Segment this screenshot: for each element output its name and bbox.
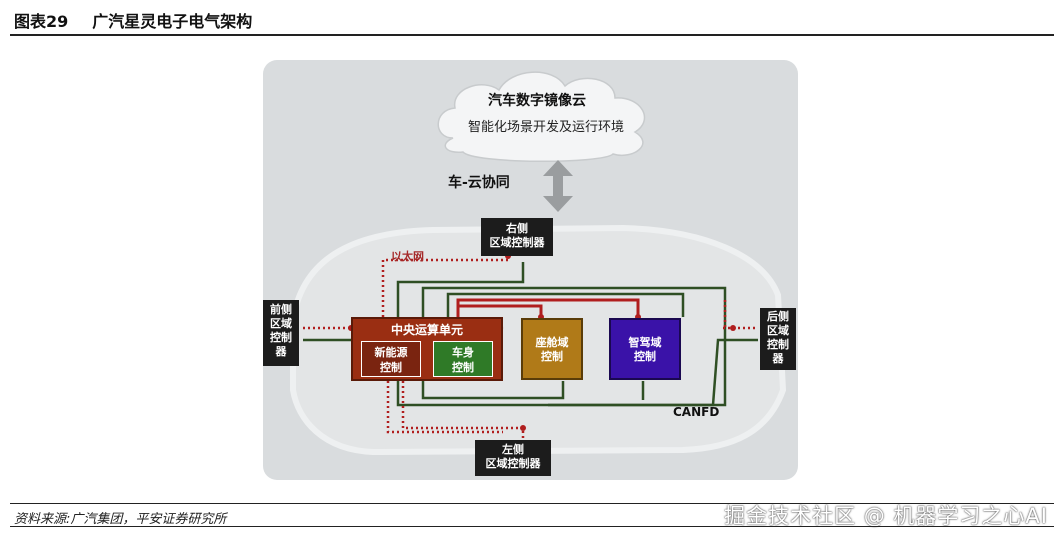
watermark: 掘金技术社区 @ 机器学习之心AI: [724, 504, 1048, 528]
front-zone-controller: 前侧 区域 控制 器: [263, 300, 299, 366]
figure-title: 图表29 广汽星灵电子电气架构: [14, 8, 252, 32]
figure-number: 图表29: [14, 12, 69, 31]
figure-caption: 广汽星灵电子电气架构: [92, 12, 253, 31]
double-arrow-icon: [543, 160, 573, 212]
canfd-label: CANFD: [673, 405, 720, 419]
left-zone-controller: 左侧 区域控制器: [475, 440, 551, 476]
bottom-rule: [10, 503, 1054, 504]
bottom-rule-2: [10, 526, 1054, 527]
cockpit-domain-control: 座舱域 控制: [521, 318, 583, 380]
figure-source: 资料来源:广汽集团，平安证券研究所: [14, 512, 227, 527]
new-energy-control: 新能源 控制: [361, 341, 421, 377]
central-unit-label: 中央运算单元: [390, 323, 463, 337]
ethernet-bus: [303, 245, 758, 438]
ethernet-label: 以太网: [391, 250, 424, 263]
body-control: 车身 控制: [433, 341, 493, 377]
vehicle-cloud-label: 车-云协同: [448, 175, 510, 191]
rear-zone-controller: 后侧 区域 控制 器: [760, 308, 796, 370]
central-compute-unit: 中央运算单元 新能源 控制 车身 控制: [351, 317, 503, 381]
cloud-shape: [437, 71, 646, 163]
ethernet-domain-links: [456, 298, 640, 317]
right-zone-controller: 右侧 区域控制器: [481, 218, 553, 256]
adas-domain-control: 智驾域 控制: [609, 318, 681, 380]
cloud-subtitle: 智能化场景开发及运行环境: [468, 120, 625, 135]
canfd-bus: [303, 262, 758, 407]
top-rule: [10, 34, 1054, 36]
cloud-title: 汽车数字镜像云: [488, 93, 586, 109]
architecture-diagram: 汽车数字镜像云 智能化场景开发及运行环境 车-云协同 右侧 区域控制器 以太网 …: [263, 60, 798, 480]
